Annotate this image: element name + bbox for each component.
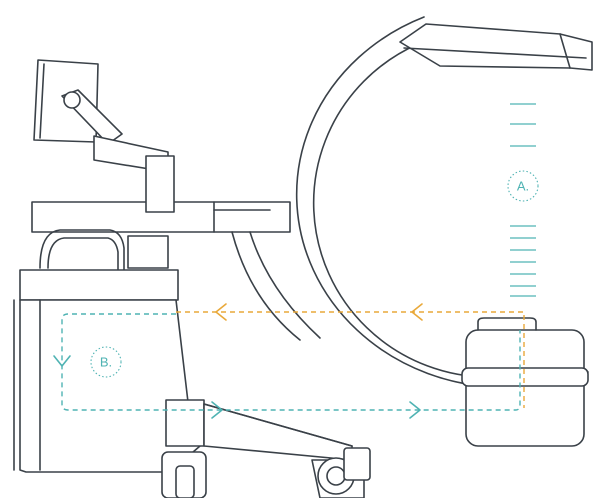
label-a-badge: A. (508, 171, 538, 201)
label-b-text: B. (100, 355, 112, 370)
x-ray-source (462, 318, 588, 446)
label-a-text: A. (517, 179, 529, 194)
detector-head (400, 24, 592, 70)
mobile-cart (14, 230, 352, 472)
monitor-assembly (34, 60, 174, 212)
label-b-badge: B. (91, 347, 121, 377)
